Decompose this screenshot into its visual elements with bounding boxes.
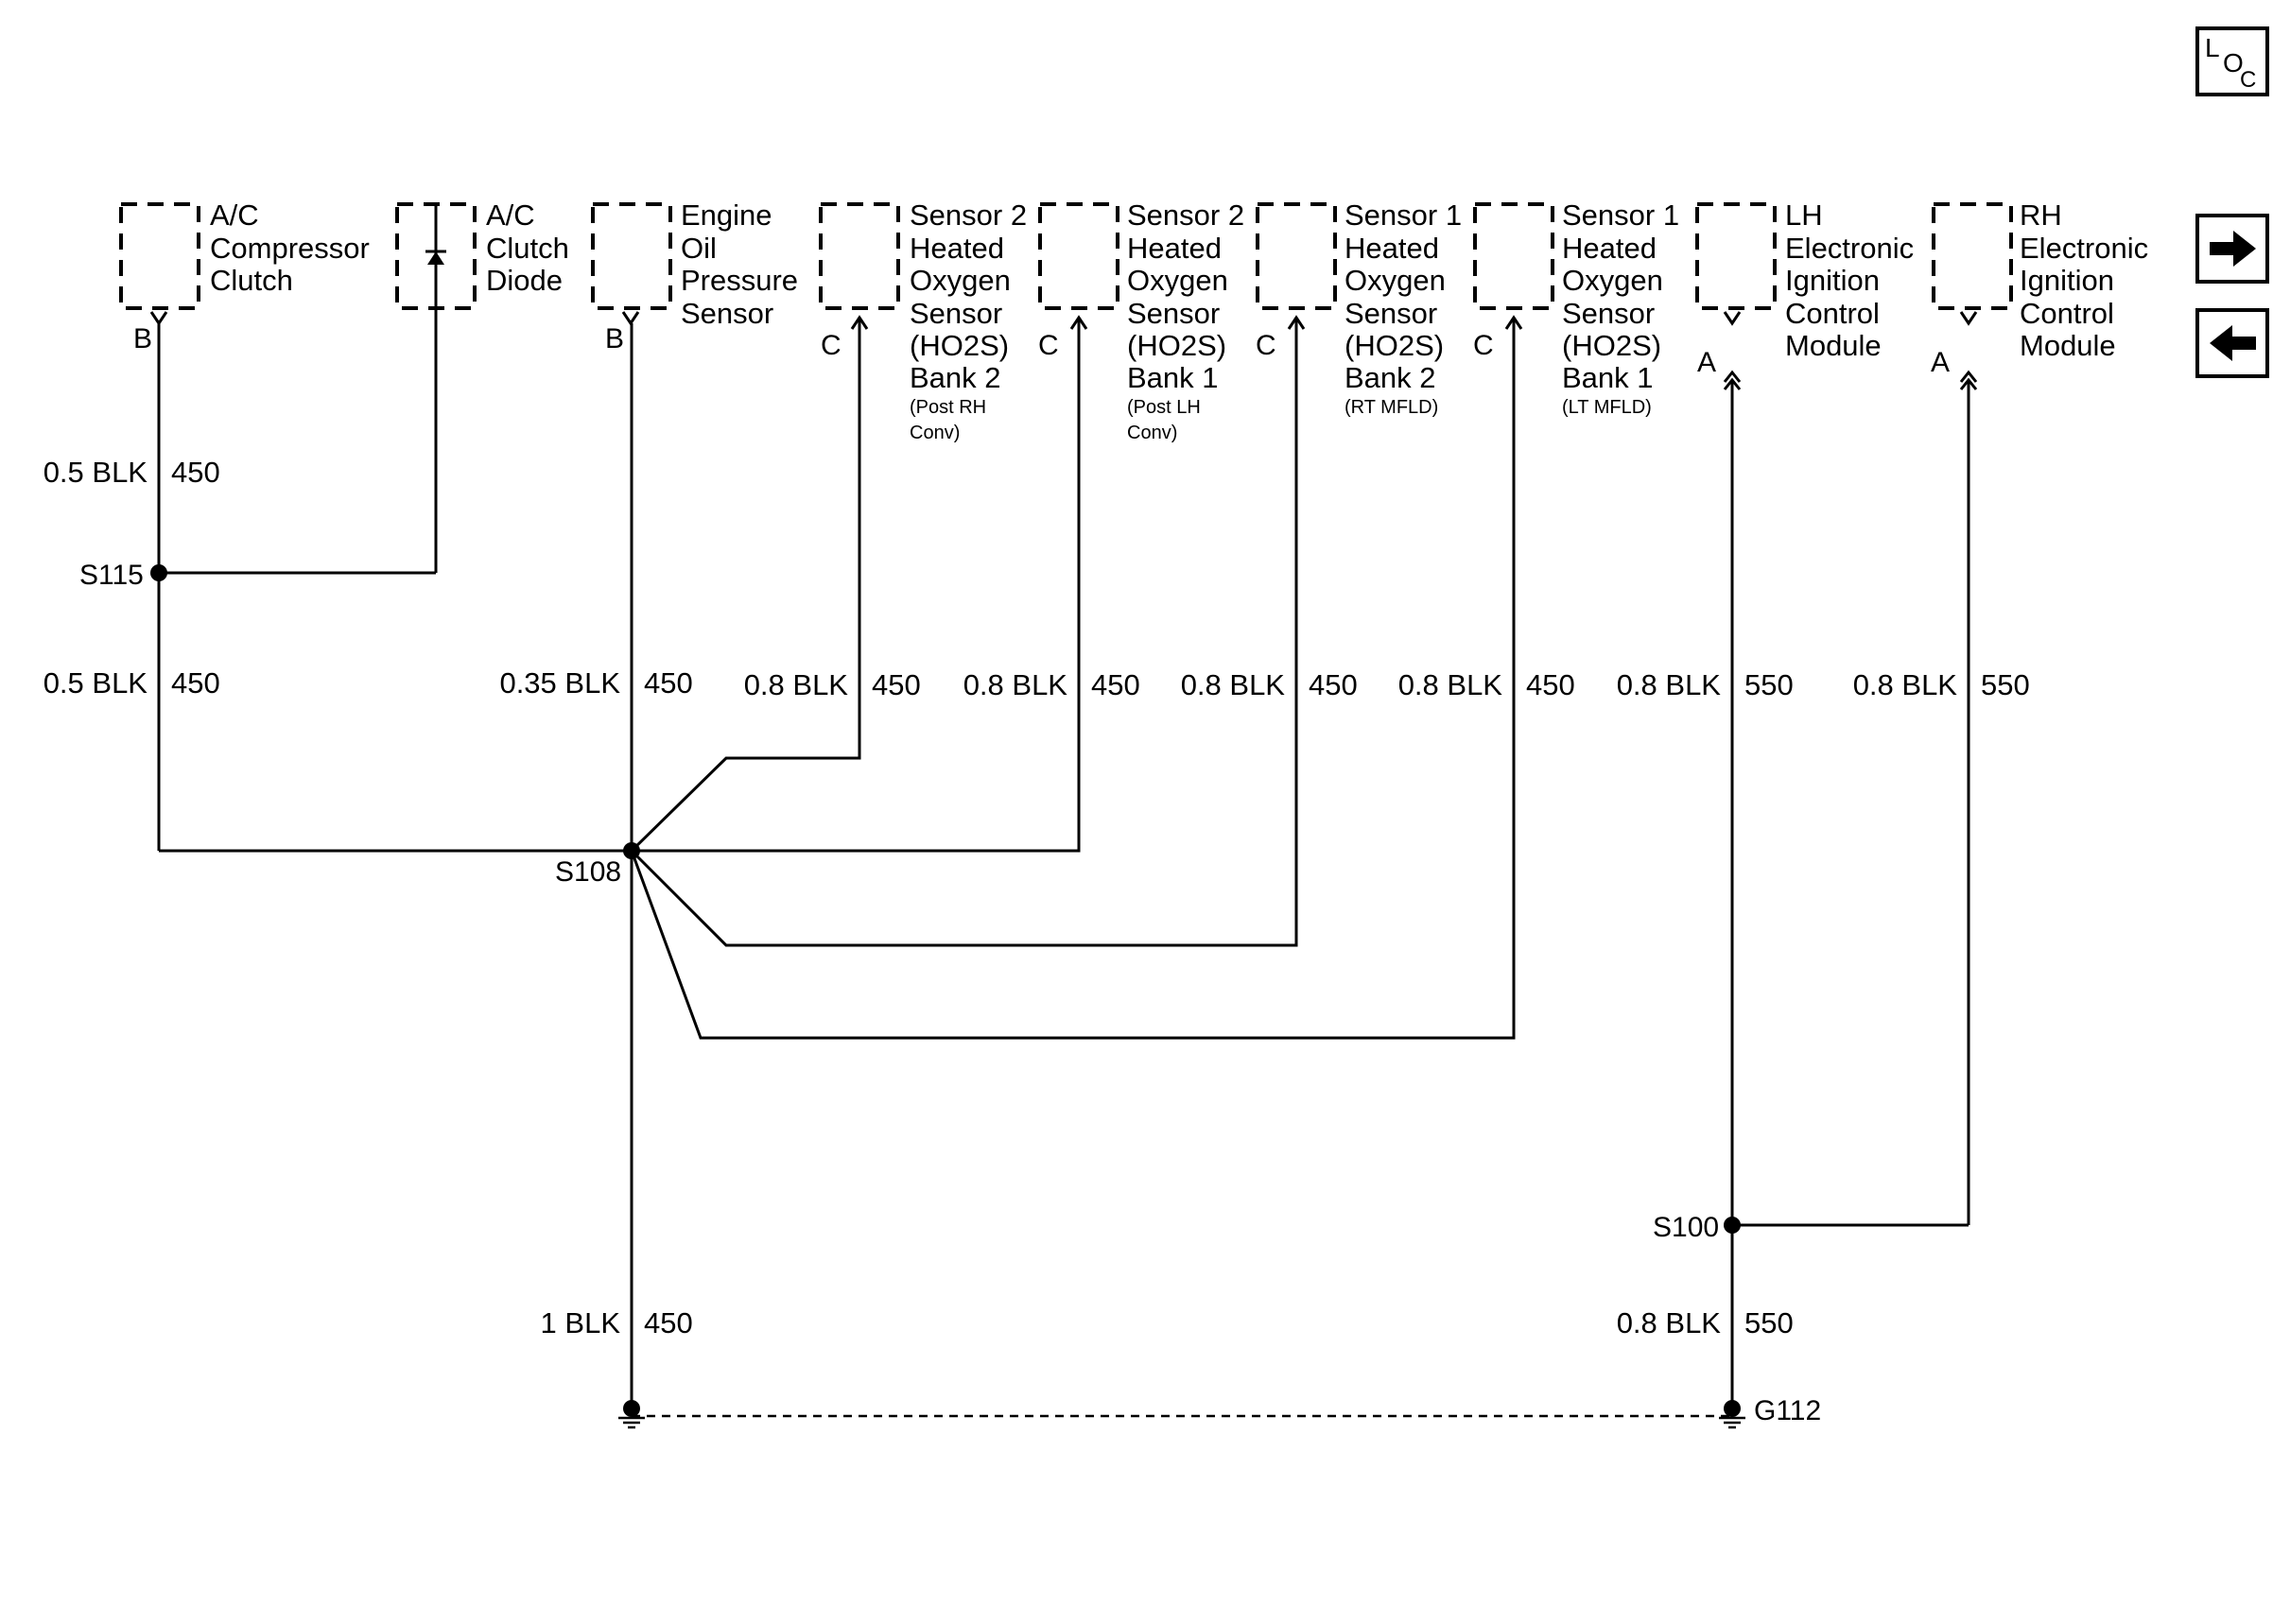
male-terminal-icon (1069, 315, 1088, 330)
rh-eicm-box (1932, 202, 2013, 310)
ho2s-s1-b1-label: Sensor 1 Heated Oxygen Sensor (HO2S) Ban… (1562, 199, 1688, 394)
female-terminal-icon (621, 311, 640, 326)
ho2s-s2-b2-label: Sensor 2 Heated Oxygen Sensor (HO2S) Ban… (910, 199, 1035, 394)
wire-ho2s-s2-b2 (630, 320, 861, 853)
arrow-left-icon[interactable] (2195, 308, 2269, 378)
wires (157, 308, 1970, 1408)
lh-eicm-box (1695, 202, 1777, 310)
wire-size-label: 0.8 BLK (1617, 1306, 1722, 1339)
wire-size-label: 0.8 BLK (1181, 668, 1286, 701)
ho2s-s1-b2-location: (RT MFLD) (1345, 397, 1438, 418)
wire-size-label: 0.8 BLK (1853, 668, 1958, 701)
ho2s-s1-b2-label: Sensor 1 Heated Oxygen Sensor (HO2S) Ban… (1345, 199, 1470, 394)
wire-size-label: 0.8 BLK (744, 668, 849, 701)
splice-s100-label: S100 (1653, 1212, 1719, 1243)
ho2s-s2-b1-location: (Post LH Conv) (1127, 397, 1206, 443)
oil-pressure-sensor-box (591, 202, 672, 310)
component-boxes (119, 202, 2013, 310)
wire-ho2s-s2-b1 (632, 320, 1081, 853)
inline-connector-icon (1723, 377, 1742, 390)
pin-label-ho2s-s2-b1: C (1038, 330, 1059, 361)
wire-circuit-label: 550 (1744, 1306, 1794, 1339)
male-terminal-icon (1287, 315, 1306, 330)
loc-icon-l: L (2205, 33, 2220, 62)
wire-circuit-label: 450 (1309, 668, 1358, 701)
ho2s-s2-b1-label: Sensor 2 Heated Oxygen Sensor (HO2S) Ban… (1127, 199, 1253, 394)
wire-labels: 0.5 BLK 450 0.5 BLK 450 0.35 BLK 450 0.8… (43, 456, 2030, 1339)
pin-label-ho2s-s1-b2: C (1256, 330, 1276, 361)
ho2s-s1-b2-box (1256, 202, 1337, 310)
wire-size-label: 0.5 BLK (43, 666, 148, 700)
female-terminal-icon (1723, 311, 1742, 326)
ho2s-s2-b2-location: (Post RH Conv) (910, 397, 992, 443)
lh-eicm-label: LH Electronic Ignition Control Module (1785, 199, 1922, 362)
pin-label-lh-eicm: A (1697, 347, 1716, 378)
ground-symbol-icon (1719, 1400, 1745, 1429)
wire-size-label: 0.8 BLK (1617, 668, 1722, 701)
pin-label-rh-eicm: A (1931, 347, 1950, 378)
splice-s108-dot (623, 842, 640, 859)
wire-circuit-label: 450 (644, 1306, 693, 1339)
splice-s100-dot (1724, 1217, 1741, 1234)
wire-size-label: 0.35 BLK (499, 666, 620, 700)
pin-label-ho2s-s2-b2: C (821, 330, 842, 361)
oil-pressure-sensor-label: Engine Oil Pressure Sensor (681, 199, 807, 330)
connector-terminals (149, 311, 1978, 390)
loc-icon-o: O (2223, 48, 2244, 78)
inline-connector-icon (1959, 370, 1978, 383)
wire-size-label: 0.8 BLK (963, 668, 1068, 701)
ground-g112-label: G112 (1754, 1395, 1821, 1426)
ground-symbol-icon (618, 1400, 645, 1429)
pin-label-ho2s-s1-b1: C (1473, 330, 1494, 361)
wire-ho2s-s1-b2 (630, 320, 1298, 947)
ho2s-s1-b1-location: (LT MFLD) (1562, 397, 1652, 418)
ho2s-s1-b1-box (1473, 202, 1554, 310)
pin-label-ac-clutch: B (133, 323, 152, 354)
inline-connector-icon (1959, 377, 1978, 390)
splice-s115-label: S115 (79, 560, 144, 591)
ac-clutch-diode-label: A/C Clutch Diode (486, 199, 578, 297)
ho2s-s2-b1-box (1038, 202, 1119, 310)
wire-circuit-label: 450 (644, 666, 693, 700)
wire-circuit-label: 450 (171, 666, 220, 700)
wire-circuit-label: 450 (1526, 668, 1575, 701)
wire-circuit-label: 550 (1981, 668, 2030, 701)
rh-eicm-label: RH Electronic Ignition Control Module (2020, 199, 2157, 362)
loc-icon-c: C (2240, 67, 2256, 93)
male-terminal-icon (1504, 315, 1523, 330)
splice-s108-label: S108 (555, 856, 621, 888)
wire-size-label: 0.5 BLK (43, 456, 148, 489)
wire-ho2s-s1-b1 (630, 320, 1516, 1040)
arrow-right-icon[interactable] (2195, 214, 2269, 284)
ac-compressor-clutch-label: A/C Compressor Clutch (210, 199, 377, 297)
inline-connector-icon (1723, 370, 1742, 383)
pin-label-oil-sensor: B (605, 323, 624, 354)
loc-icon[interactable]: L O C (2195, 26, 2269, 96)
female-terminal-icon (149, 311, 168, 326)
ho2s-s2-b2-box (819, 202, 900, 310)
wire-size-label: 0.8 BLK (1398, 668, 1503, 701)
splice-s115-dot (150, 564, 167, 581)
male-terminal-icon (850, 315, 869, 330)
wire-circuit-label: 450 (171, 456, 220, 489)
female-terminal-icon (1959, 311, 1978, 326)
wire-circuit-label: 450 (872, 668, 921, 701)
diode-symbol-icon (425, 204, 446, 308)
wire-circuit-label: 550 (1744, 668, 1794, 701)
wire-size-label: 1 BLK (541, 1306, 621, 1339)
ac-compressor-clutch-box (119, 202, 200, 310)
wire-circuit-label: 450 (1091, 668, 1140, 701)
